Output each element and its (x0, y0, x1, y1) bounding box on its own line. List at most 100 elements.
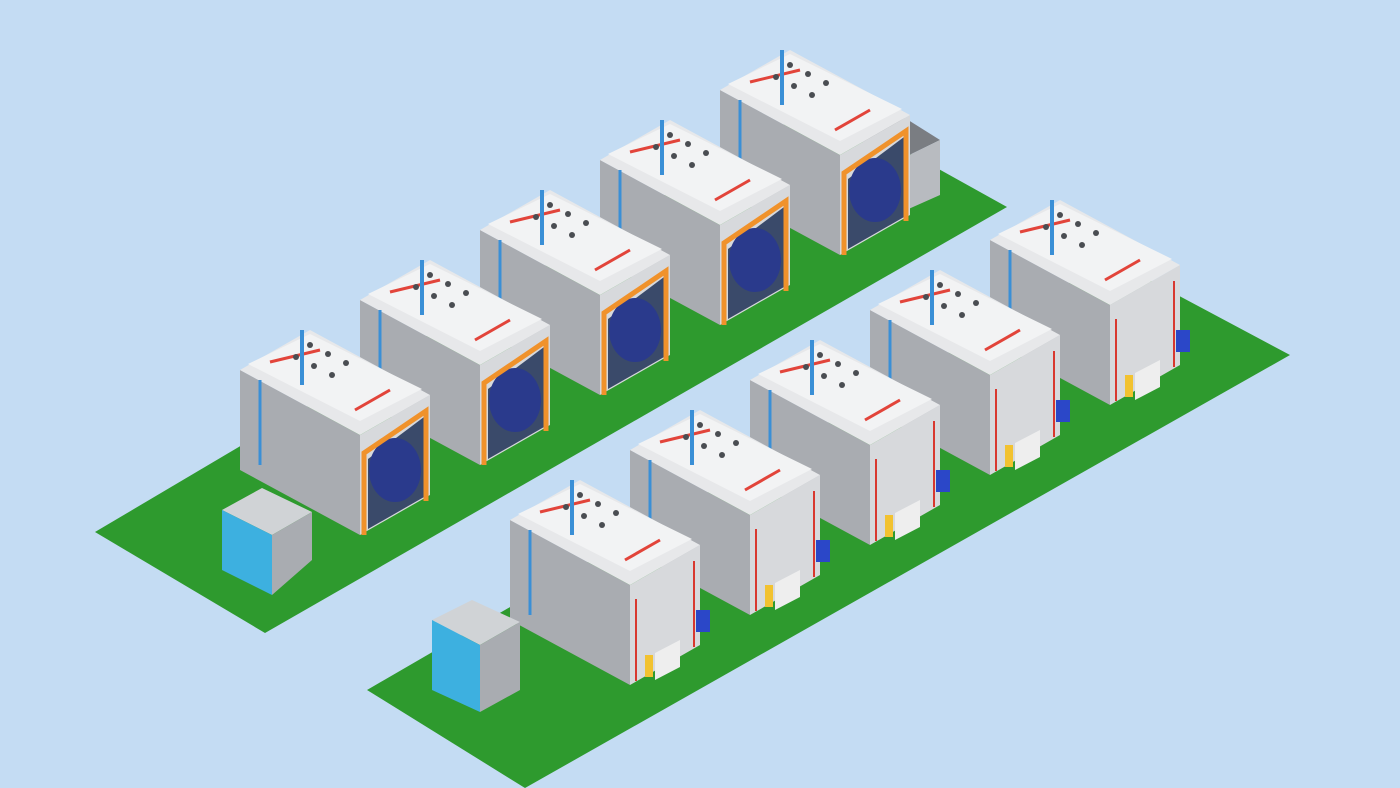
booth-1 (600, 120, 790, 325)
drum (489, 368, 541, 432)
roof-vent (821, 373, 827, 379)
entry-tunnel-top (222, 488, 312, 535)
booth-left-face (240, 370, 360, 535)
entry-tunnel-top (432, 600, 520, 645)
cabinet-yellow (1125, 375, 1133, 397)
booth-1 (870, 270, 1070, 475)
cabinet-yellow (885, 515, 893, 537)
roof-vent (689, 162, 695, 168)
roof-vent (1093, 230, 1099, 236)
drum (729, 228, 781, 292)
roof-vent (307, 342, 313, 348)
booth-0 (720, 50, 910, 255)
roof-vent (959, 312, 965, 318)
roof-stripe (864, 398, 901, 422)
blue-unit (936, 470, 950, 492)
booth-3 (630, 410, 830, 615)
roof-stripe (744, 468, 781, 492)
roof-vent (973, 300, 979, 306)
roof-vent (809, 92, 815, 98)
control-cabinet (655, 640, 680, 680)
control-cabinet (895, 500, 920, 540)
upper-booth-line (222, 50, 940, 595)
roof-vent (937, 282, 943, 288)
booth-frame (601, 266, 669, 395)
roof-vent (791, 83, 797, 89)
booth-right-face (750, 475, 820, 615)
roof-vent (569, 232, 575, 238)
booth-0 (990, 200, 1190, 405)
roof-vent (431, 293, 437, 299)
roof-vent (835, 361, 841, 367)
entry-tunnel-side (272, 512, 312, 595)
booth-left-face (510, 520, 630, 685)
booth-frame (481, 336, 549, 465)
booth-left-face (720, 90, 840, 255)
booth-left-face (360, 300, 480, 465)
drum (609, 298, 661, 362)
roof-vent (823, 80, 829, 86)
exhaust-stack (1050, 200, 1054, 255)
roof-vent (565, 211, 571, 217)
roof-vent (547, 202, 553, 208)
roof-vent (329, 372, 335, 378)
roof-vent (449, 302, 455, 308)
booth-4 (510, 480, 710, 685)
roof-vent (445, 281, 451, 287)
exhaust-stack (420, 260, 424, 315)
roof-vent (413, 284, 419, 290)
blue-unit (1176, 330, 1190, 352)
booth-4 (240, 330, 430, 535)
roof-vent (803, 364, 809, 370)
roof-vent (551, 223, 557, 229)
roof-vent (955, 291, 961, 297)
roof-vent (715, 431, 721, 437)
booth-left-face (870, 310, 990, 475)
booth-frame (841, 126, 909, 255)
booth-3 (360, 260, 550, 465)
blue-unit (696, 610, 710, 632)
booth-right-face (870, 405, 940, 545)
entry-tunnel-front (222, 510, 272, 595)
booth-right-face (630, 545, 700, 685)
roof-stripe (354, 388, 391, 412)
booth-left-face (480, 230, 600, 395)
control-cabinet (1015, 430, 1040, 470)
booth-left-face (750, 380, 870, 545)
roof-vent (853, 370, 859, 376)
entry-tunnel-side (480, 622, 520, 712)
control-cabinet (1135, 360, 1160, 400)
booth-left-face (630, 450, 750, 615)
roof-vent (839, 382, 845, 388)
roof-vent (1079, 242, 1085, 248)
exhaust-stack (300, 330, 304, 385)
roof-stripe (714, 178, 751, 202)
roof-vent (427, 272, 433, 278)
roof-vent (817, 352, 823, 358)
booth-2 (750, 340, 950, 545)
roof-vent (1057, 212, 1063, 218)
roof-stripe (834, 108, 871, 132)
roof-vent (1061, 233, 1067, 239)
cabinet-yellow (1005, 445, 1013, 467)
roof-vent (701, 443, 707, 449)
roof-vent (581, 513, 587, 519)
blue-unit (816, 540, 830, 562)
roof-stripe (594, 248, 631, 272)
booth-left-face (600, 160, 720, 325)
exhaust-stack (780, 50, 784, 105)
roof-stripe (984, 328, 1021, 352)
roof-stripe (624, 538, 661, 562)
booth-right-face (990, 335, 1060, 475)
roof-vent (805, 71, 811, 77)
drum (849, 158, 901, 222)
roof-vent (719, 452, 725, 458)
control-cabinet (775, 570, 800, 610)
roof-vent (733, 440, 739, 446)
cabinet-yellow (645, 655, 653, 677)
booth-2 (480, 190, 670, 395)
exhaust-stack (570, 480, 574, 535)
roof-vent (685, 141, 691, 147)
roof-vent (563, 504, 569, 510)
